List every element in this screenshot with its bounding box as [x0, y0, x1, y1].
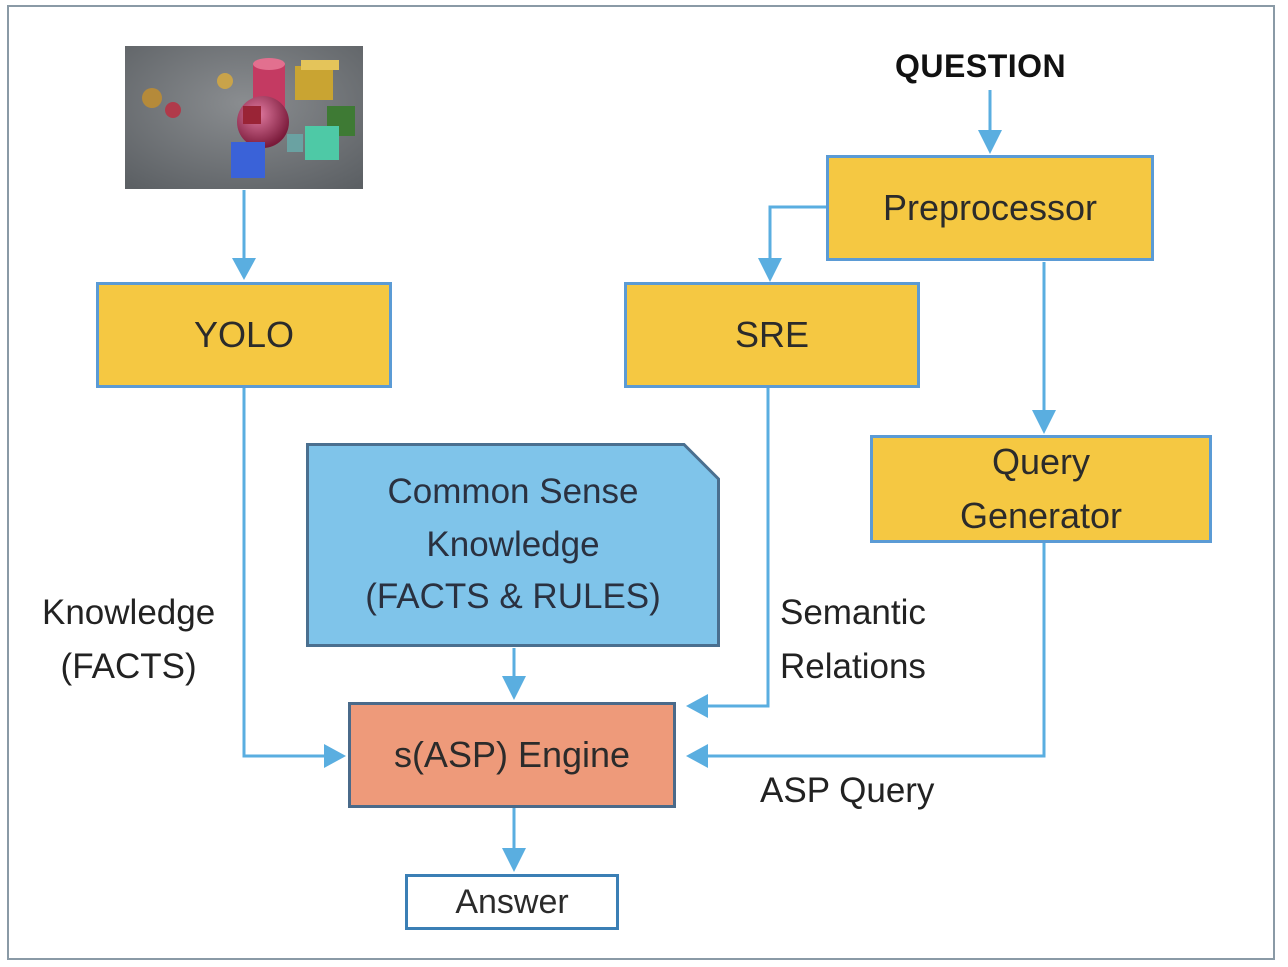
connector-preprocessor-to-sre	[768, 205, 826, 268]
connector-sre-to-engine	[690, 388, 770, 708]
answer-label: Answer	[455, 882, 569, 921]
knowledge-facts-edge-label: Knowledge (FACTS)	[42, 593, 216, 687]
arrow-head	[502, 848, 526, 872]
asp-engine-label: s(ASP) Engine	[393, 733, 631, 775]
preprocessor-label: Preprocessor	[882, 186, 1098, 228]
common-sense-knowledge-label: Common Sense Knowledge (FACTS & RULES)	[365, 472, 661, 617]
sre-node: SRE	[624, 282, 920, 388]
asp-query-edge-label: ASP Query	[760, 771, 935, 810]
arrow-head	[232, 258, 256, 280]
sre-label: SRE	[734, 313, 810, 355]
arrow-head	[686, 694, 708, 718]
arrow-head	[686, 744, 708, 768]
3d-objects-scene-image	[125, 46, 363, 189]
arrow-head	[502, 676, 526, 700]
arrow-head	[758, 258, 782, 282]
arrow-head	[1032, 410, 1056, 434]
yolo-label: YOLO	[193, 313, 295, 355]
common-sense-knowledge-node	[306, 443, 720, 647]
connector-yolo-to-engine	[242, 388, 332, 758]
question-input-label: QUESTION	[895, 48, 1067, 84]
answer-node: Answer	[405, 874, 619, 930]
connector-query-generator-to-engine	[690, 542, 1046, 758]
diagram-frame	[7, 5, 1275, 960]
yolo-node: YOLO	[96, 282, 392, 388]
asp-engine-node: s(ASP) Engine	[348, 702, 676, 808]
query-generator-label: Query Generator	[959, 441, 1123, 536]
semantic-relations-edge-label: Semantic Relations	[780, 593, 926, 687]
arrow-head	[978, 130, 1002, 154]
query-generator-node: Query Generator	[870, 435, 1212, 543]
preprocessor-node: Preprocessor	[826, 155, 1154, 261]
arrow-head	[324, 744, 346, 768]
